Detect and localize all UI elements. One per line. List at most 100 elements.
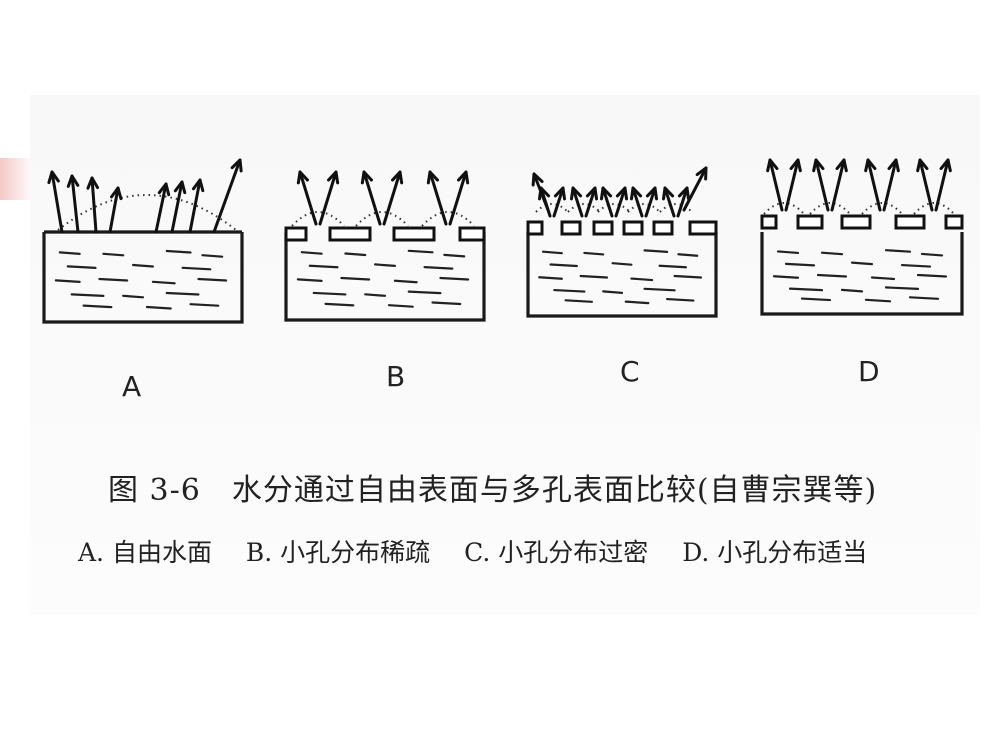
water-wave-line	[324, 302, 355, 307]
surface-cover-plate	[284, 226, 308, 242]
surface-cover-plate	[622, 220, 644, 236]
pore-evaporation-arrow-right-head	[887, 158, 900, 173]
water-wave-line	[102, 252, 125, 257]
pore-evaporation-arrow-left	[918, 158, 934, 212]
evaporation-arrow	[90, 176, 98, 234]
water-wave-line	[181, 266, 212, 271]
pore-evaporation-arrow-left	[768, 158, 784, 212]
water-wave-line	[583, 251, 605, 256]
pore-evaporation-arrow-right	[676, 186, 689, 218]
water-wave-line	[553, 288, 586, 293]
surface-cover-plate	[652, 220, 674, 236]
surface-cover-plate	[560, 220, 582, 236]
water-wave-line	[197, 277, 228, 282]
pore-evaporation-arrow-right	[614, 186, 627, 218]
pore-evaporation-arrow-left-head	[766, 158, 779, 173]
water-wave-line	[340, 276, 371, 281]
water-wave-line	[443, 253, 466, 258]
diffusion-dotted-arc	[421, 211, 475, 227]
pore-evaporation-arrow-right-head	[939, 158, 952, 173]
pore-evaporation-arrow-left	[866, 158, 882, 212]
pore-evaporation-arrow-left-head	[629, 186, 643, 201]
water-wave-line	[840, 288, 864, 293]
evaporation-arrow-head	[86, 176, 100, 190]
water-wave-line	[344, 252, 367, 257]
pore-evaporation-arrow-left	[601, 186, 614, 218]
water-wave-line	[673, 274, 703, 279]
water-wave-line	[776, 250, 800, 255]
water-wave-line	[630, 277, 654, 282]
water-wave-line	[165, 291, 200, 296]
water-wave-line	[788, 287, 824, 292]
pore-evaporation-arrow-right	[882, 158, 898, 212]
water-wave-line	[643, 249, 669, 253]
water-wave-line	[850, 261, 874, 266]
water-wave-line	[201, 254, 224, 258]
water-wave-line	[541, 250, 563, 255]
pore-evaporation-arrow-left-head	[916, 158, 929, 173]
water-wave-line	[864, 298, 892, 303]
water-wave-line	[579, 274, 609, 279]
water-wave-line	[66, 265, 97, 269]
evaporation-arrow-head	[191, 178, 205, 193]
surface-cover-plate	[894, 214, 926, 230]
pore-evaporation-arrow-right-head	[615, 186, 629, 201]
water-wave-line	[70, 293, 105, 297]
water-wave-line	[772, 275, 800, 279]
diffusion-dotted-arc	[861, 202, 903, 215]
pore-evaporation-arrow-right	[382, 170, 402, 226]
panel-a-free-water-surface	[42, 158, 244, 324]
figure-caption-legend: A. 自由水面 B. 小孔分布稀疏 C. 小孔分布过密 D. 小孔分布适当	[78, 533, 958, 569]
evaporation-arrow-head	[47, 170, 60, 185]
pore-evaporation-arrow-right-head	[391, 170, 404, 185]
water-wave-line	[82, 304, 113, 309]
water-container	[526, 232, 718, 318]
panel-label-a: A	[122, 370, 142, 403]
water-wave-line	[308, 264, 339, 269]
surface-cover-plate	[458, 226, 486, 242]
water-wave-line	[132, 263, 154, 268]
caption-item-a: A. 自由水面	[78, 538, 212, 567]
water-wave-line	[189, 303, 220, 307]
water-container	[284, 232, 486, 322]
panel-label-c: C	[620, 355, 640, 388]
caption-item-d: D. 小孔分布适当	[682, 538, 868, 567]
pore-evaporation-arrow-left	[362, 170, 382, 226]
water-wave-line	[431, 301, 462, 306]
water-wave-line	[300, 251, 323, 255]
water-wave-line	[884, 286, 920, 290]
water-wave-line	[296, 278, 323, 282]
figure-caption-title: 图 3-6 水分通过自由表面与多孔表面比较(自曹宗巽等)	[108, 473, 878, 508]
water-wave-line	[54, 279, 81, 283]
water-wave-line	[312, 291, 347, 296]
evaporation-arrow	[170, 180, 184, 234]
pore-evaporation-arrow-right	[644, 186, 657, 218]
pore-evaporation-arrow-right	[318, 170, 338, 226]
water-wave-line	[374, 263, 396, 267]
pore-evaporation-arrow-right	[830, 158, 846, 212]
water-wave-line	[538, 276, 563, 280]
evaporation-arrow	[154, 182, 168, 234]
surface-cover-plate	[760, 214, 778, 230]
caption-item-b: B. 小孔分布稀疏	[245, 538, 431, 567]
water-wave-line	[908, 296, 940, 300]
surface-cover-plate	[688, 220, 718, 236]
pore-evaporation-arrow-left-head	[426, 170, 439, 185]
diffusion-dotted-arc	[355, 211, 409, 227]
water-wave-line	[677, 253, 699, 257]
water-wave-line	[666, 297, 695, 302]
water-wave-line	[564, 299, 594, 303]
pore-evaporation-arrow-left	[814, 158, 830, 212]
pore-evaporation-arrow-left-head	[812, 158, 825, 173]
surface-cover-plate	[840, 214, 872, 230]
evaporation-arrow	[70, 174, 80, 234]
water-wave-line	[658, 264, 688, 269]
water-container	[42, 232, 244, 324]
evaporation-arrow	[50, 170, 64, 234]
diffusion-dotted-arc	[627, 203, 661, 213]
water-wave-line	[165, 249, 192, 254]
water-wave-line	[407, 249, 434, 254]
pore-evaporation-arrow-right-head	[677, 186, 691, 201]
caption-item-c: C. 小孔分布过密	[464, 538, 649, 567]
